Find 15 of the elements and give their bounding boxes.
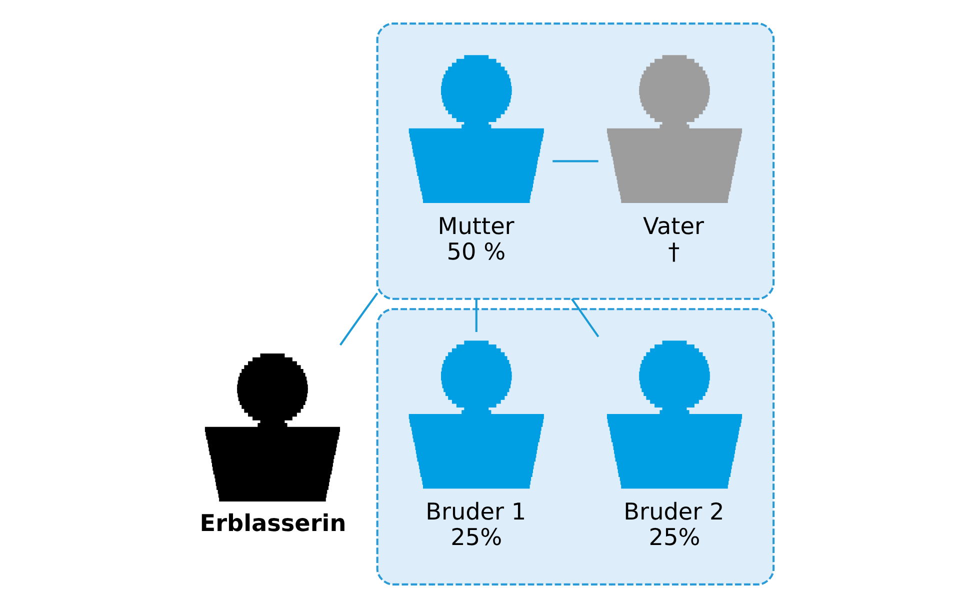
cluster <box>376 22 775 300</box>
connector <box>475 298 478 332</box>
node-label: Vater <box>642 214 704 240</box>
node-label: Bruder 1 <box>426 499 526 526</box>
connector <box>571 298 600 338</box>
connector <box>339 292 378 346</box>
node-label: † <box>668 239 680 266</box>
cluster <box>376 308 775 586</box>
node-label: Mutter <box>438 214 514 240</box>
node-label: Bruder 2 <box>624 499 724 526</box>
node-label: 50 % <box>446 239 506 266</box>
connector <box>552 160 598 162</box>
node-label: Erblasserin <box>200 510 346 537</box>
node-label: 25% <box>450 525 502 552</box>
node-label: 25% <box>648 525 700 552</box>
